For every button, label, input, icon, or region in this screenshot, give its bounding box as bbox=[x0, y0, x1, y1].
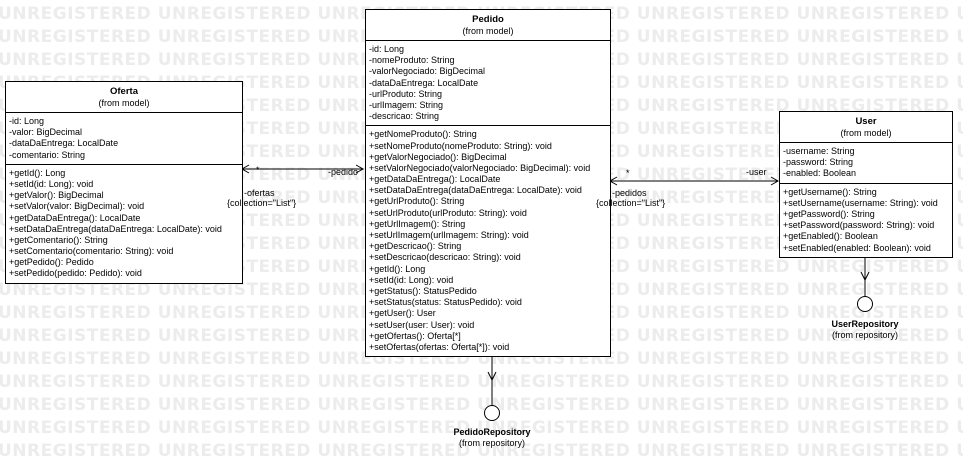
attribute: -dataDaEntrega: LocalDate bbox=[369, 77, 479, 88]
operation: +setStatus(status: StatusPedido): void bbox=[369, 297, 522, 308]
class-package: (from model) bbox=[462, 26, 514, 36]
operation: +getDataDaEntrega(): LocalDate bbox=[369, 174, 501, 185]
class-header: User (from model) bbox=[780, 112, 952, 143]
role-label-pedido: -pedido bbox=[328, 167, 359, 177]
operation: +setPedido(pedido: Pedido): void bbox=[9, 268, 142, 279]
operation: +setPassword(password: String): void bbox=[783, 220, 935, 231]
interface-package: (from repository) bbox=[458, 438, 525, 448]
pedido-repository-label: PedidoRepository (from repository) bbox=[432, 427, 552, 449]
operation: +getPassword(): String bbox=[783, 208, 875, 219]
operation: +setId(id: Long): void bbox=[9, 178, 94, 189]
collection-constraint: {collection="List"} bbox=[596, 198, 666, 208]
pedido-repository-interface-icon[interactable] bbox=[484, 405, 500, 421]
attribute: -urlImagem: String bbox=[369, 99, 444, 110]
role-label-ofertas: -ofertas bbox=[244, 188, 275, 198]
operation: +setComentario(comentario: String): void bbox=[9, 246, 174, 257]
operation: +getId(): Long bbox=[369, 263, 426, 274]
class-header: Oferta (from model) bbox=[6, 82, 242, 113]
operation: +getDataDaEntrega(): LocalDate bbox=[9, 212, 141, 223]
operation: +getEnabled(): Boolean bbox=[783, 231, 878, 242]
operation: +setUser(user: User): void bbox=[369, 319, 475, 330]
class-header: Pedido (from model) bbox=[366, 10, 610, 41]
operation: +setEnabled(enabled: Boolean): void bbox=[783, 242, 931, 253]
multiplicity-label: * bbox=[256, 165, 260, 175]
operation: +setUsername(username: String): void bbox=[783, 197, 938, 208]
interface-name: PedidoRepository bbox=[453, 427, 531, 437]
attribute: -username: String bbox=[783, 146, 855, 156]
class-name: Pedido bbox=[472, 14, 504, 25]
operation: +getPedido(): Pedido bbox=[9, 257, 94, 268]
attribute: -valor: BigDecimal bbox=[9, 127, 83, 138]
operation: +getUrlImagem(): String bbox=[369, 218, 466, 229]
operation: +getUser(): User bbox=[369, 308, 436, 319]
attribute: -nomeProduto: String bbox=[369, 55, 455, 66]
operation: +setValor(valor: BigDecimal): void bbox=[9, 201, 145, 212]
operation: +getValor(): BigDecimal bbox=[9, 190, 104, 201]
user-repository-label: UserRepository (from repository) bbox=[805, 319, 925, 341]
operation: +setId(id: Long): void bbox=[369, 274, 454, 285]
class-pedido[interactable]: Pedido (from model) -id: Long -nomeProdu… bbox=[365, 9, 611, 358]
operation: +getUrlProduto(): String bbox=[369, 196, 465, 207]
operation: +setValorNegociado(valorNegociado: BigDe… bbox=[369, 162, 591, 173]
operation: +setUrlProduto(urlProduto: String): void bbox=[369, 207, 527, 218]
operation: +getDescricao(): String bbox=[369, 241, 462, 252]
attribute: -urlProduto: String bbox=[369, 88, 443, 99]
operations-compartment: +getUsername(): String +setUsername(user… bbox=[780, 184, 952, 257]
operation: +setUrlImagem(urlImagem: String): void bbox=[369, 230, 529, 240]
operation: +getUsername(): String bbox=[783, 186, 877, 197]
arrowhead-icon bbox=[860, 271, 870, 282]
operations-compartment: +getNomeProduto(): String +setNomeProdut… bbox=[366, 126, 610, 356]
attribute: -password: String bbox=[783, 157, 854, 168]
role-label-user: -user bbox=[746, 167, 767, 177]
attributes-compartment: -username: String -password: String -ena… bbox=[780, 143, 952, 184]
attribute: -dataDaEntrega: LocalDate bbox=[9, 138, 119, 149]
navigability-arrow-to-user bbox=[770, 176, 780, 186]
attribute: -enabled: Boolean bbox=[783, 168, 857, 179]
class-package: (from model) bbox=[98, 98, 150, 108]
operation: +getValorNegociado(): BigDecimal bbox=[369, 151, 507, 162]
operation: +getNomeProduto(): String bbox=[369, 129, 477, 140]
operation: +setDataDaEntrega(dataDaEntrega: LocalDa… bbox=[9, 223, 222, 234]
multiplicity-label: * bbox=[626, 168, 630, 178]
attribute: -valorNegociado: BigDecimal bbox=[369, 66, 486, 77]
collection-constraint: {collection="List"} bbox=[227, 198, 297, 208]
class-package: (from model) bbox=[840, 128, 892, 138]
operations-compartment: +getId(): Long +setId(id: Long): void +g… bbox=[6, 165, 242, 283]
class-name: User bbox=[855, 116, 877, 127]
attribute: -descricao: String bbox=[369, 111, 440, 122]
navigability-arrow-to-pedido bbox=[355, 164, 365, 174]
operation: +setNomeProduto(nomeProduto: String): vo… bbox=[369, 140, 552, 151]
operation: +setOfertas(ofertas: Oferta[*]): void bbox=[369, 341, 510, 352]
interface-package: (from repository) bbox=[831, 330, 898, 340]
role-label-pedidos: -pedidos bbox=[612, 188, 647, 198]
operation: +getOfertas(): Oferta[*] bbox=[369, 330, 461, 341]
operation: +setDescricao(descricao: String): void bbox=[369, 252, 521, 263]
class-user[interactable]: User (from model) -username: String -pas… bbox=[779, 111, 953, 258]
interface-name: UserRepository bbox=[831, 319, 899, 329]
arrowhead-icon bbox=[487, 371, 497, 382]
user-repository-interface-icon[interactable] bbox=[857, 296, 873, 312]
attribute: -comentario: String bbox=[9, 149, 86, 160]
operation: +getComentario(): String bbox=[9, 234, 108, 245]
attributes-compartment: -id: Long -valor: BigDecimal -dataDaEntr… bbox=[6, 113, 242, 165]
attributes-compartment: -id: Long -nomeProduto: String -valorNeg… bbox=[366, 41, 610, 127]
operation: +getId(): Long bbox=[9, 167, 66, 178]
operation: +getStatus(): StatusPedido bbox=[369, 285, 477, 296]
class-name: Oferta bbox=[110, 86, 138, 97]
operation: +setDataDaEntrega(dataDaEntrega: LocalDa… bbox=[369, 185, 582, 196]
attribute: -id: Long bbox=[9, 116, 45, 126]
class-oferta[interactable]: Oferta (from model) -id: Long -valor: Bi… bbox=[5, 81, 243, 284]
attribute: -id: Long bbox=[369, 44, 405, 54]
